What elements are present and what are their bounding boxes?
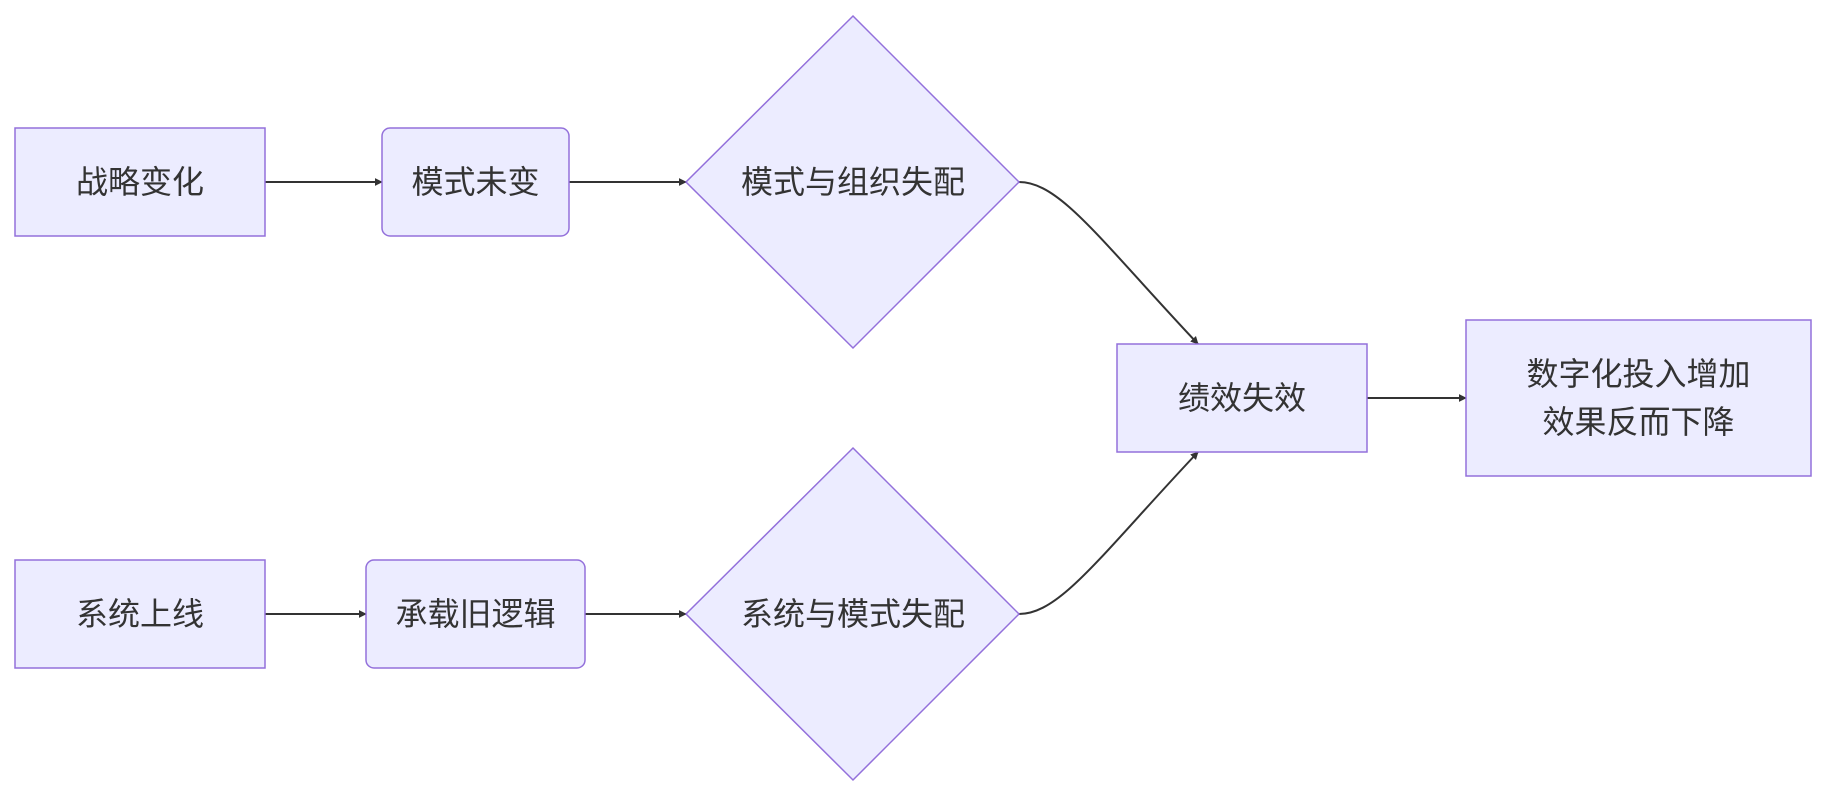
node-system-online: 系统上线 [14,559,266,669]
node-system-model-mismatch-label: 系统与模式失配 [741,595,965,633]
node-legacy-logic: 承载旧逻辑 [365,559,586,669]
node-performance-failure: 绩效失效 [1116,343,1368,453]
edges [265,178,1467,618]
node-system-online-label: 系统上线 [76,595,204,633]
node-result-label-line1: 数字化投入增加 [1526,355,1750,393]
node-result-label-line2: 效果反而下降 [1542,403,1734,441]
node-strategy-change-label: 战略变化 [76,163,204,201]
node-model-org-mismatch-label: 模式与组织失配 [741,163,965,201]
node-legacy-logic-label: 承载旧逻辑 [395,595,555,633]
node-system-model-mismatch: 系统与模式失配 [684,446,1021,782]
node-model-unchanged-label: 模式未变 [411,163,539,201]
node-model-unchanged: 模式未变 [381,127,570,237]
node-model-org-mismatch: 模式与组织失配 [684,14,1021,350]
edge-system-mismatch-to-performance [1018,451,1199,615]
node-result: 数字化投入增加 效果反而下降 [1465,319,1812,477]
edge-model-mismatch-to-performance [1018,181,1199,345]
node-strategy-change: 战略变化 [14,127,266,237]
node-performance-failure-label: 绩效失效 [1178,379,1306,417]
